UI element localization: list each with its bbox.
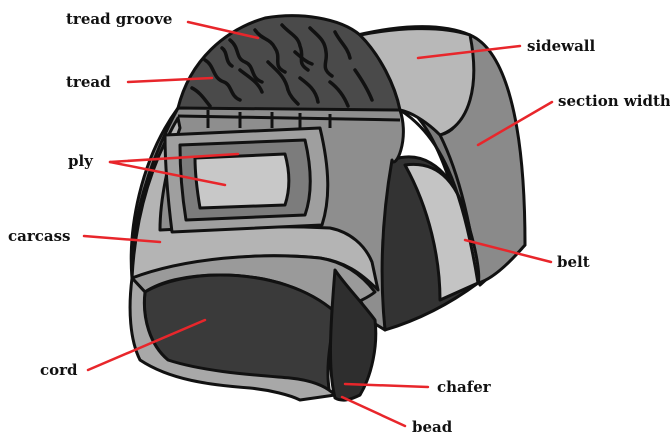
label-chafer: chafer [437,378,492,396]
label-section-width: section width [558,92,670,110]
label-tread: tread [66,73,111,91]
label-belt: belt [557,253,590,271]
label-ply: ply [68,152,94,170]
label-tread-groove: tread groove [66,10,172,28]
label-bead: bead [412,418,453,436]
leader-bead [342,397,405,426]
label-carcass: carcass [8,227,71,245]
label-cord: cord [40,361,78,379]
label-sidewall: sidewall [527,37,596,55]
tire-illustration [130,16,525,400]
